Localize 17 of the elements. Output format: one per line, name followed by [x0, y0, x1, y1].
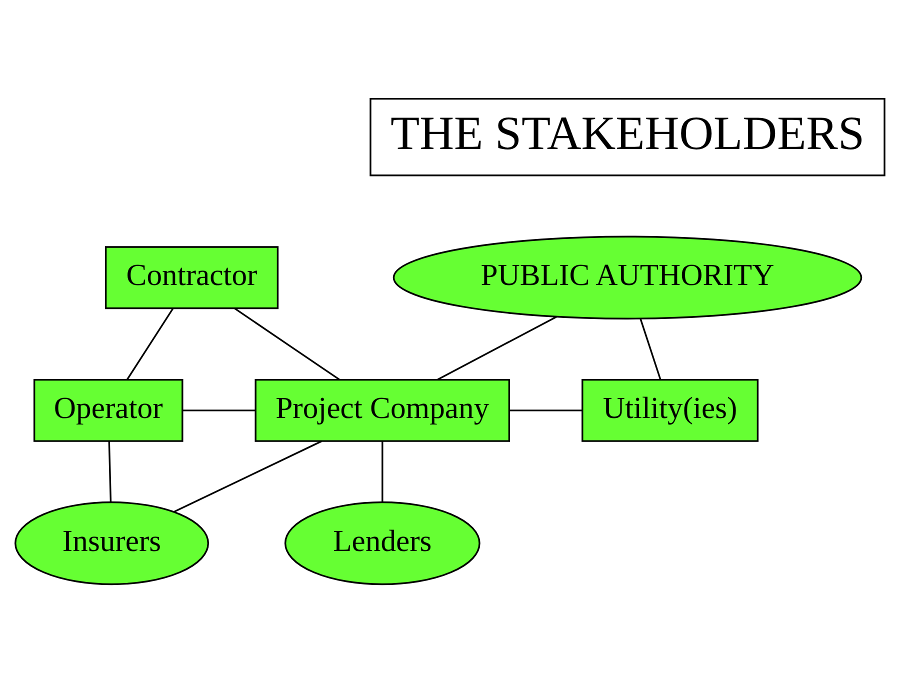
connector [234, 308, 340, 380]
node-box: Operator [33, 378, 184, 442]
connector [126, 308, 174, 380]
connector [437, 316, 557, 380]
connector [108, 441, 112, 502]
node-ellipse: PUBLIC AUTHORITY [392, 236, 862, 320]
node-ellipse: Insurers [14, 501, 210, 586]
connector [382, 442, 384, 502]
connector [174, 440, 322, 512]
node-box: Utility(ies) [582, 378, 759, 442]
connector [182, 410, 256, 412]
connector [640, 318, 662, 380]
node-box: Project Company [254, 378, 510, 442]
node-box: THE STAKEHOLDERS [370, 98, 886, 176]
node-ellipse: Lenders [284, 501, 480, 586]
node-box: Contractor [104, 246, 279, 310]
connector [510, 410, 582, 412]
